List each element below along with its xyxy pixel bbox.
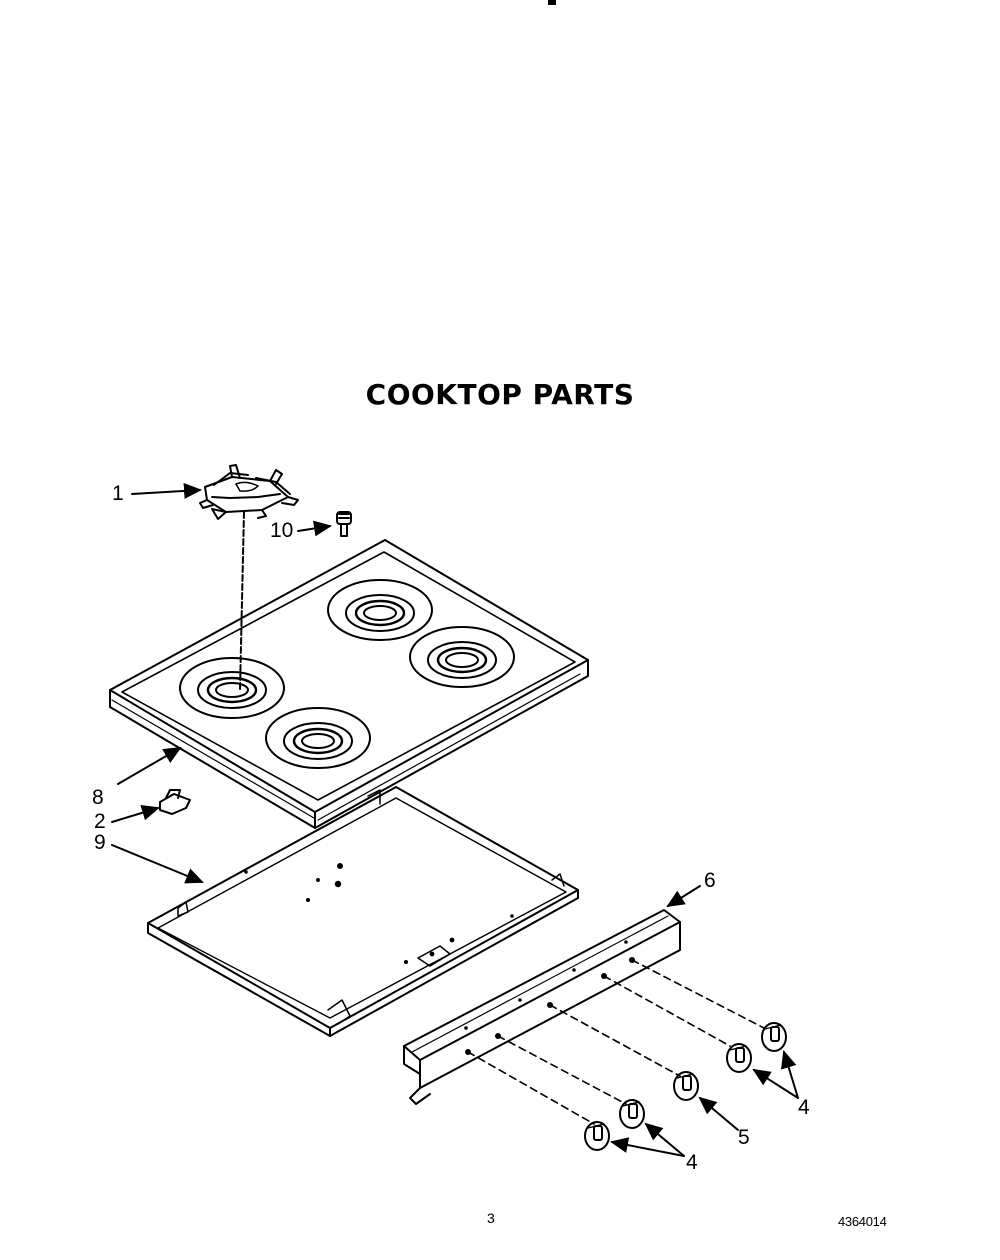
callout-10: 10 <box>270 519 294 542</box>
leader-4-front-b <box>644 1122 685 1157</box>
burner-box-part-9 <box>147 786 579 1037</box>
screw-part-10 <box>336 511 352 537</box>
leader-4-rear-b <box>781 1050 799 1099</box>
top-edge-mark <box>548 0 556 5</box>
manifold-bar-part-6 <box>403 909 681 1105</box>
leader-5 <box>698 1096 739 1131</box>
page-number: 3 <box>487 1210 495 1226</box>
leader-6 <box>666 885 701 908</box>
callout-9: 9 <box>94 831 106 854</box>
leader-8 <box>117 746 182 785</box>
grate-locator-line <box>239 511 245 691</box>
knob-4-front-2 <box>619 1099 645 1129</box>
callout-6: 6 <box>704 869 716 892</box>
leader-1 <box>131 482 202 499</box>
knob-4-rear-1 <box>726 1043 752 1073</box>
leader-10 <box>297 520 332 537</box>
callout-5: 5 <box>738 1126 750 1149</box>
burner-well-front-left <box>265 707 371 769</box>
knob-locator-lines <box>467 959 765 1125</box>
knob-4-front-1 <box>584 1121 610 1151</box>
clip-part-2 <box>159 789 191 815</box>
burner-grate-part-1 <box>199 464 299 520</box>
leader-2 <box>111 805 160 823</box>
page-title: COOKTOP PARTS <box>365 378 635 411</box>
leader-4-front-a <box>610 1137 685 1157</box>
cooktop-top-part-8 <box>109 539 589 829</box>
document-number: 4364014 <box>838 1214 887 1229</box>
burner-well-rear-left <box>179 657 285 719</box>
callout-8: 8 <box>92 786 104 809</box>
burner-well-front-right <box>409 626 515 688</box>
knob-4-rear-2 <box>761 1022 787 1052</box>
leader-9 <box>111 844 204 884</box>
burner-well-rear-right <box>327 579 433 641</box>
callout-2: 2 <box>94 810 106 833</box>
callout-4-rear: 4 <box>798 1096 810 1119</box>
knob-5 <box>673 1071 699 1101</box>
callout-4-front: 4 <box>686 1151 698 1174</box>
callout-1: 1 <box>112 482 124 505</box>
leader-4-rear-a <box>752 1068 799 1099</box>
